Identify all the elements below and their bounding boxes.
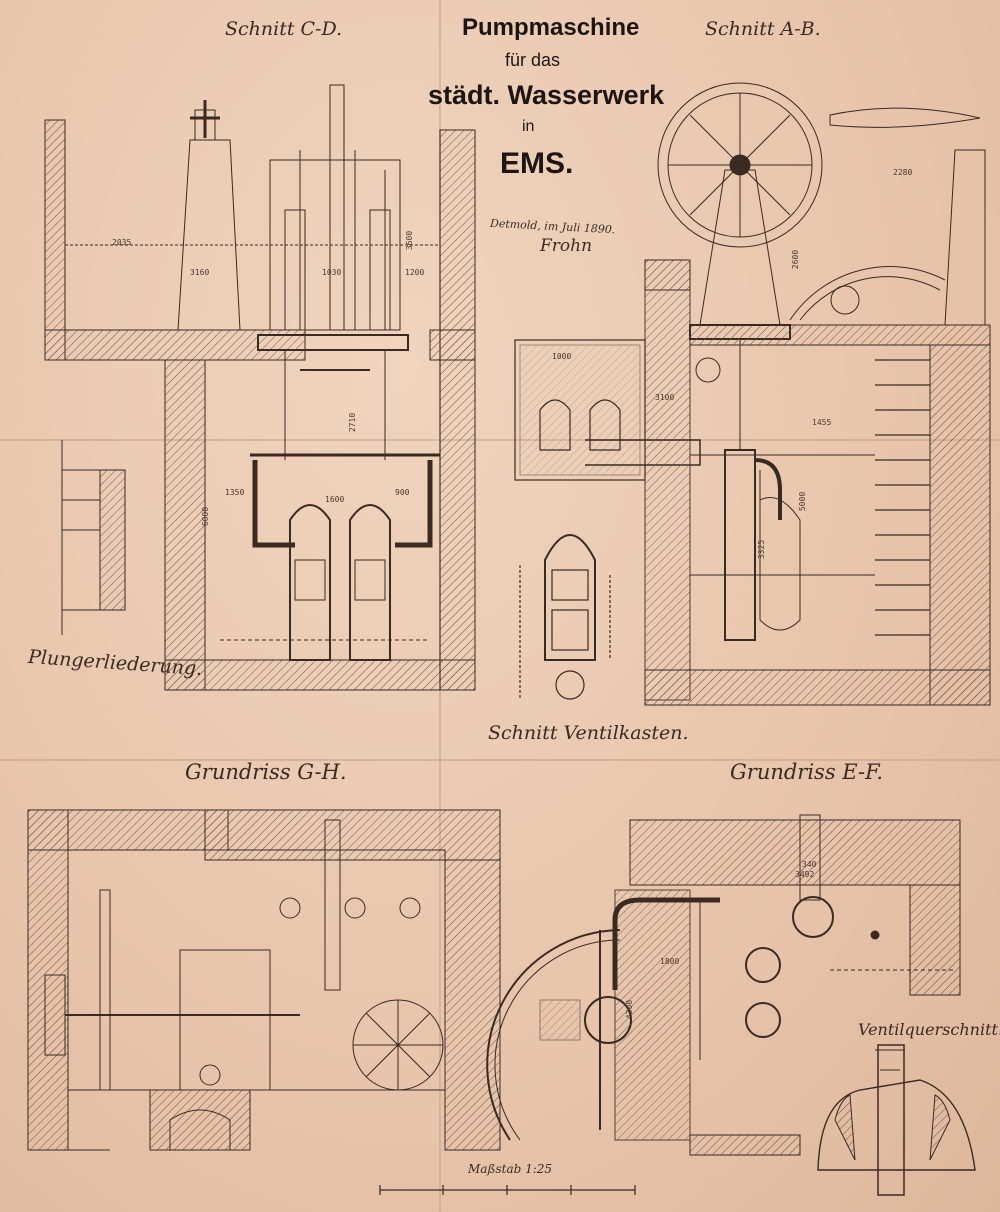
dimension-label: 5000 xyxy=(798,491,808,512)
dimension-label: 1000 xyxy=(552,352,572,361)
dimension-label: 340 xyxy=(802,860,817,869)
section-ab-drawing xyxy=(644,82,991,706)
title-line2: für das xyxy=(505,50,561,70)
dimension-label: 1030 xyxy=(322,268,342,277)
dimension-label: 3600 xyxy=(405,230,415,251)
plan-ef-drawing xyxy=(486,814,976,1196)
label-section-cd: Schnitt C-D. xyxy=(225,18,343,40)
dimension-label: 900 xyxy=(395,488,410,497)
dimension-label: 6000 xyxy=(201,506,211,527)
scale-label: Maßstab 1:25 xyxy=(468,1162,553,1176)
title-line5: EMS. xyxy=(500,147,574,180)
dimension-label: 2600 xyxy=(791,249,801,270)
section-cd-drawing xyxy=(44,84,476,691)
label-valve-box: Schnitt Ventilkasten. xyxy=(488,722,689,744)
title-line4: in xyxy=(522,118,535,135)
dimension-label: 1200 xyxy=(405,268,425,277)
valve-box-drawing xyxy=(514,339,701,700)
dimension-label: 2035 xyxy=(112,238,132,247)
dimension-label: 3160 xyxy=(190,268,210,277)
dimension-label: 1455 xyxy=(812,418,832,427)
dimension-label: 3492 xyxy=(795,870,815,879)
dimension-label: 1600 xyxy=(325,495,345,504)
scale-bar xyxy=(379,1185,636,1195)
plan-gh-drawing xyxy=(27,809,501,1151)
dimension-label: 2710 xyxy=(348,412,358,433)
signature-name: Frohn xyxy=(540,236,593,256)
dimension-label: 3325 xyxy=(757,539,767,560)
label-section-ab: Schnitt A-B. xyxy=(705,18,821,40)
dimension-label: 3100 xyxy=(655,393,675,402)
label-plan-ef: Grundriss E-F. xyxy=(730,760,884,784)
dimension-label: 1800 xyxy=(660,957,680,966)
dimension-label: 4300 xyxy=(625,999,635,1020)
title-line3: städt. Wasserwerk xyxy=(428,80,665,110)
label-valve-cross: Ventilquerschnitt. xyxy=(858,1020,1000,1039)
title-line1: Pumpmaschine xyxy=(462,14,640,41)
dimension-label: 2280 xyxy=(893,168,913,177)
dimension-label: 1350 xyxy=(225,488,245,497)
plunger-detail-drawing xyxy=(61,440,126,635)
label-plan-gh: Grundriss G-H. xyxy=(185,760,347,784)
